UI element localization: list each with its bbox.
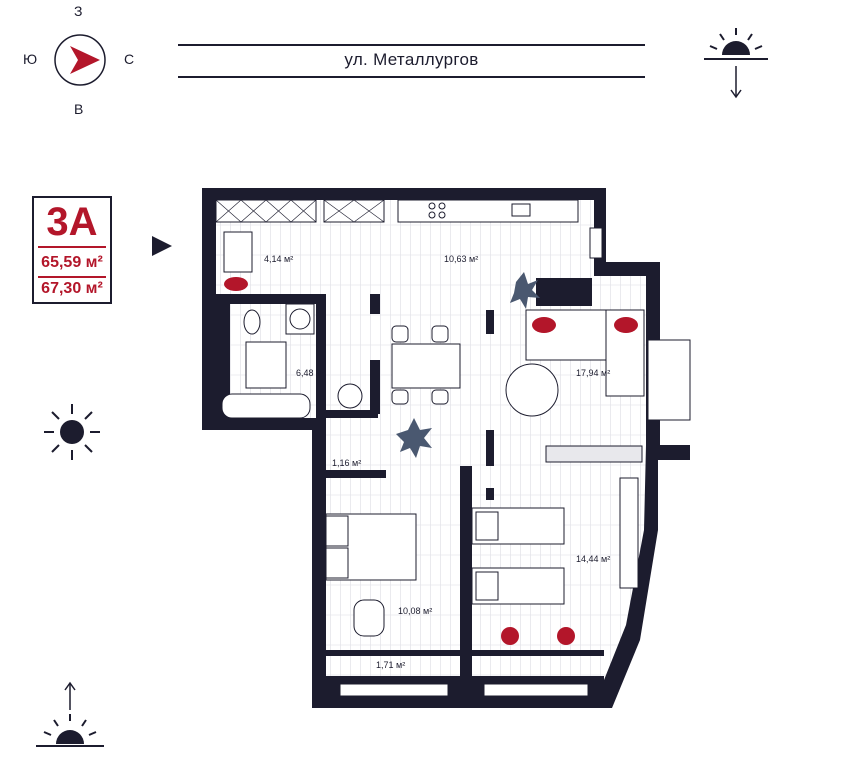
bedroom2-chair-right xyxy=(557,627,575,645)
room-label-kitchen: 10,63 м² xyxy=(444,254,478,264)
room-label-bathroom: 6,48 м² xyxy=(296,368,325,378)
stove xyxy=(428,202,531,219)
compass-north-letter: З xyxy=(74,3,83,19)
apartment-area-total: 67,30 м² xyxy=(41,280,103,297)
partition-walls xyxy=(216,278,604,684)
windows xyxy=(339,227,691,697)
compass-icon xyxy=(54,34,106,86)
hall-ottoman xyxy=(224,277,248,291)
bathroom-fixtures xyxy=(221,303,363,419)
room-label-hall: 4,14 м² xyxy=(264,254,293,264)
street-line-top xyxy=(178,44,645,46)
apartment-type: 3А xyxy=(46,200,98,244)
sofa-pillow-left xyxy=(532,317,556,333)
bedroom2-beds xyxy=(471,477,639,605)
living-tv-stand xyxy=(545,445,643,463)
dining-table xyxy=(391,325,461,405)
entrance-arrow-icon xyxy=(152,236,172,256)
kitchen-cabinets xyxy=(215,199,579,223)
apartment-badge: 3А 65,59 м² 67,30 м² xyxy=(32,196,112,304)
badge-divider-mid xyxy=(38,276,106,278)
bedroom2-chair-left xyxy=(501,627,519,645)
room-label-bedroom2: 14,44 м² xyxy=(576,554,610,564)
room-label-balcony: 1,71 м² xyxy=(376,660,405,670)
compass-south-letter: В xyxy=(74,101,84,117)
room-label-closet: 1,16 м² xyxy=(332,458,361,468)
room-label-bedroom1: 10,08 м² xyxy=(398,606,432,616)
apartment-area-living: 65,59 м² xyxy=(41,254,103,271)
room-label-living: 17,94 м² xyxy=(576,368,610,378)
street-name: ул. Металлургов xyxy=(344,50,479,69)
hall-bench xyxy=(223,231,253,273)
sun-icon xyxy=(44,404,100,460)
plant-corridor xyxy=(396,418,432,458)
sunrise-icon xyxy=(36,681,104,747)
plant-kitchen xyxy=(510,272,540,309)
sofa-pillow-right xyxy=(614,317,638,333)
badge-divider-top xyxy=(38,246,106,248)
street-line-bottom xyxy=(178,76,645,78)
bedroom1-bed xyxy=(325,513,417,637)
sunset-icon xyxy=(704,28,768,99)
compass-west-letter: Ю xyxy=(23,51,38,67)
compass-east-letter: С xyxy=(124,51,135,67)
